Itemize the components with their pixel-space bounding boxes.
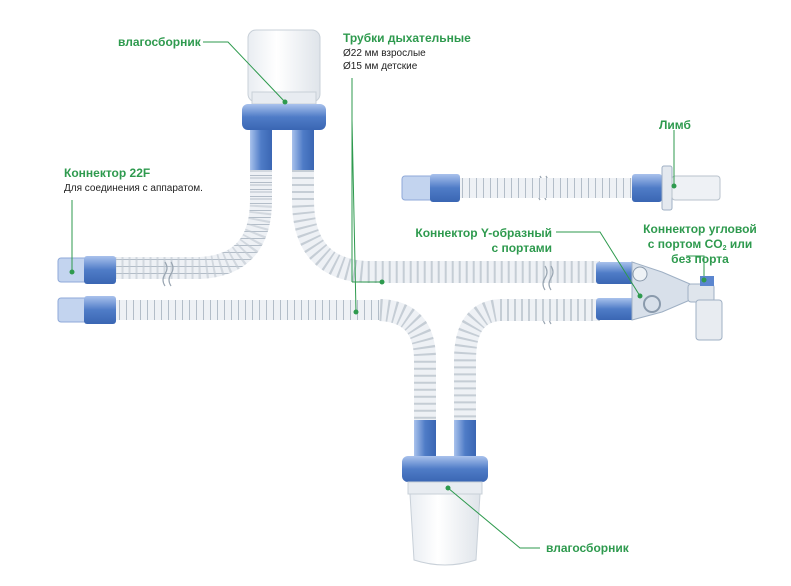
water-trap-bottom-label: влагосборник — [546, 541, 629, 555]
angled-connector-line1: Коннектор угловой — [643, 222, 757, 236]
tubes-title: Трубки дыхательные — [343, 31, 471, 45]
limb-tube — [401, 165, 721, 211]
co2-subscript: 2 — [722, 245, 727, 252]
y-connector — [596, 261, 691, 321]
y-connector-label-line2: с портами — [491, 241, 552, 255]
connector-22f-upper — [57, 256, 116, 284]
top-water-trap — [242, 29, 326, 170]
angled-connector-line2: с портом CO2 или — [630, 237, 770, 252]
angled-connector-line3: без порта — [671, 252, 729, 266]
angled-connector — [687, 276, 723, 341]
lower-left-tube — [116, 300, 386, 320]
angled-connector-line2-a: с портом CO — [647, 237, 723, 251]
angled-connector-line2-b: или — [726, 237, 753, 251]
y-connector-label-line1: Коннектор Y-образный — [415, 226, 552, 240]
bottom-left-tube — [378, 299, 436, 430]
connector-22f-title: Коннектор 22F — [64, 166, 151, 180]
tubes-child-size: Ø15 мм детские — [343, 61, 418, 72]
bottom-right-tube — [454, 299, 600, 430]
connector-22f-desc: Для соединения с аппаратом. — [64, 183, 203, 194]
tubes-adult-size: Ø22 мм взрослые — [343, 48, 426, 59]
bottom-water-trap — [402, 420, 488, 566]
limb-label: Лимб — [659, 118, 691, 132]
connector-22f-lower — [57, 296, 116, 324]
leader-lines — [71, 41, 705, 549]
water-trap-top-label: влагосборник — [118, 35, 201, 49]
